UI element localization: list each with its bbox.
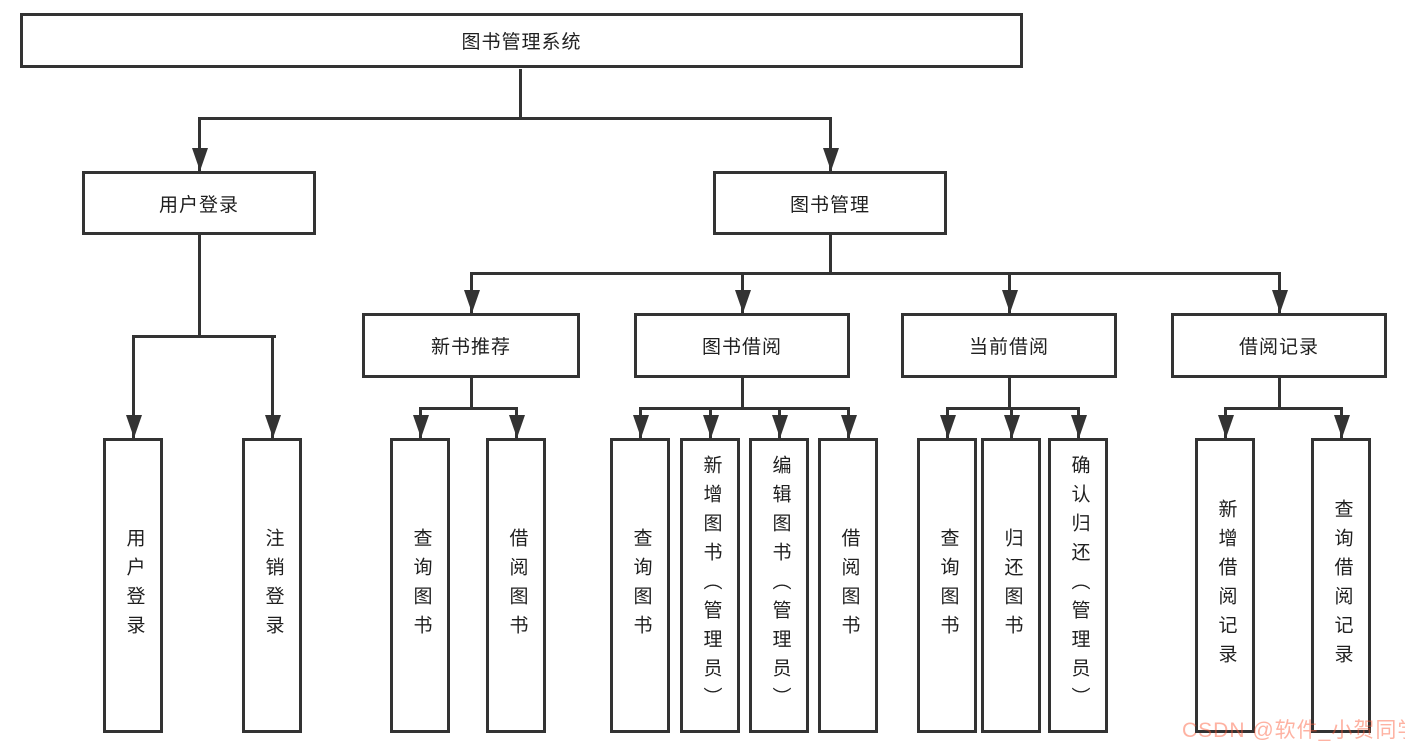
- arrow-down-icon: [702, 415, 719, 438]
- node-label: 借阅记录: [1238, 337, 1319, 358]
- connector-line: [197, 116, 832, 120]
- leaf-query-books-recommend: 查询图书: [390, 438, 450, 733]
- connector-line: [197, 118, 201, 171]
- connector-line: [1223, 406, 1343, 410]
- connector-line: [131, 336, 135, 438]
- node-label: 当前借阅: [968, 337, 1049, 358]
- arrow-down-icon: [125, 415, 142, 438]
- node-label: 新增图书（管理员）: [700, 455, 722, 716]
- arrow-down-icon: [1217, 415, 1234, 438]
- node-current-borrowing: 当前借阅: [901, 313, 1117, 378]
- csdn-watermark: CSDN @软件_小贺同学: [1182, 719, 1405, 742]
- node-label: 新书推荐: [430, 337, 511, 358]
- connector-line: [828, 235, 832, 273]
- node-label: 编辑图书（管理员）: [769, 455, 791, 716]
- node-label: 借阅图书: [838, 527, 860, 644]
- connector-line: [197, 235, 201, 336]
- node-label: 查询借阅记录: [1331, 498, 1353, 673]
- arrow-down-icon: [939, 415, 956, 438]
- node-library-system: 图书管理系统: [20, 13, 1023, 68]
- arrow-down-icon: [508, 415, 525, 438]
- node-new-book-recommendation: 新书推荐: [362, 313, 580, 378]
- arrow-down-icon: [734, 290, 751, 313]
- node-label: 借阅图书: [506, 527, 528, 644]
- node-label: 图书管理: [789, 194, 870, 216]
- connector-line: [1277, 378, 1281, 408]
- leaf-query-books-borrow: 查询图书: [610, 438, 670, 733]
- node-label: 用户登录: [158, 194, 239, 216]
- node-label: 用户登录: [123, 527, 145, 644]
- node-label: 确认归还（管理员）: [1068, 455, 1090, 716]
- arrow-down-icon: [463, 290, 480, 313]
- node-borrowing-records: 借阅记录: [1171, 313, 1387, 378]
- connector-line: [945, 406, 1080, 410]
- leaf-user-login: 用户登录: [103, 438, 163, 733]
- arrow-down-icon: [771, 415, 788, 438]
- leaf-return-book: 归还图书: [981, 438, 1041, 733]
- node-label: 注销登录: [262, 527, 284, 644]
- arrow-down-icon: [191, 148, 208, 171]
- node-label: 查询图书: [937, 527, 959, 644]
- node-label: 查询图书: [630, 527, 652, 644]
- leaf-confirm-return-admin: 确认归还（管理员）: [1048, 438, 1108, 733]
- connector-line: [828, 118, 832, 171]
- node-book-borrowing: 图书借阅: [634, 313, 850, 378]
- node-label: 图书管理系统: [461, 32, 582, 53]
- arrow-down-icon: [264, 415, 281, 438]
- arrow-down-icon: [412, 415, 429, 438]
- leaf-borrow-book: 借阅图书: [818, 438, 878, 733]
- connector-line: [131, 334, 276, 338]
- arrow-down-icon: [1003, 415, 1020, 438]
- connector-line: [740, 378, 744, 408]
- arrow-down-icon: [1001, 290, 1018, 313]
- arrow-down-icon: [632, 415, 649, 438]
- leaf-query-books-current: 查询图书: [917, 438, 977, 733]
- leaf-query-borrow-record: 查询借阅记录: [1311, 438, 1371, 733]
- leaf-borrow-books-recommend: 借阅图书: [486, 438, 546, 733]
- connector-line: [418, 406, 518, 410]
- node-user-login: 用户登录: [82, 171, 316, 235]
- node-label: 查询图书: [410, 527, 432, 644]
- leaf-add-borrow-record: 新增借阅记录: [1195, 438, 1255, 733]
- arrow-down-icon: [1070, 415, 1087, 438]
- connector-line: [469, 378, 473, 408]
- node-label: 图书借阅: [701, 337, 782, 358]
- connector-line: [270, 336, 274, 438]
- node-label: 归还图书: [1001, 527, 1023, 644]
- connector-line: [469, 271, 1281, 275]
- connector-line: [518, 69, 522, 118]
- connector-line: [638, 406, 850, 410]
- connector-line: [1007, 378, 1011, 408]
- leaf-logout: 注销登录: [242, 438, 302, 733]
- arrow-down-icon: [822, 148, 839, 171]
- leaf-edit-book-admin: 编辑图书（管理员）: [749, 438, 809, 733]
- arrow-down-icon: [1333, 415, 1350, 438]
- arrow-down-icon: [840, 415, 857, 438]
- leaf-add-book-admin: 新增图书（管理员）: [680, 438, 740, 733]
- arrow-down-icon: [1271, 290, 1288, 313]
- node-label: 新增借阅记录: [1215, 498, 1237, 673]
- node-book-management: 图书管理: [713, 171, 947, 235]
